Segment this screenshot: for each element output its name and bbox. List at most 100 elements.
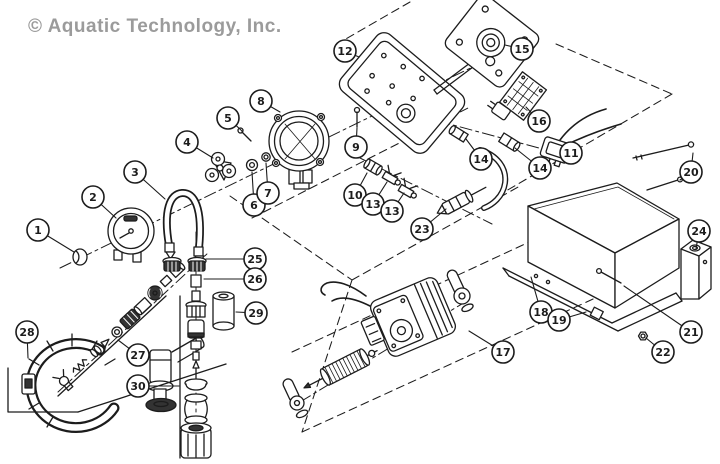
part-gauge-face [107, 207, 155, 263]
balloon-number: 13 [384, 205, 399, 218]
balloon-number: 14 [473, 153, 489, 166]
part-injection-valve-a [381, 164, 402, 186]
balloon-circle [469, 147, 493, 171]
part-enclosure-cover [527, 182, 680, 321]
balloon-number: 19 [551, 314, 566, 327]
balloon-number: 15 [514, 43, 529, 56]
balloon-circle [81, 185, 105, 209]
callout-7: 7 [256, 162, 280, 205]
balloon-number: 2 [89, 191, 97, 204]
balloon-number: 29 [248, 307, 263, 320]
balloon-number: 6 [250, 199, 258, 212]
balloon-circle [26, 218, 50, 242]
balloon-circle [249, 89, 273, 113]
part-screw-21 [595, 267, 622, 284]
balloon-number: 5 [224, 112, 232, 125]
part-roller-bracket-right [446, 269, 474, 313]
part-retaining-ring [261, 152, 271, 162]
balloon-number: 25 [247, 253, 262, 266]
callout-12: 12 [333, 39, 360, 63]
part-washer [245, 158, 259, 172]
balloon-circle [216, 106, 240, 130]
balloon-number: 10 [347, 189, 363, 202]
balloon-number: 7 [264, 187, 272, 200]
callout-17: 17 [468, 330, 515, 364]
balloon-circle [333, 39, 357, 63]
callout-2: 2 [81, 185, 117, 219]
callout-20: 20 [679, 152, 703, 184]
balloon-circle [527, 109, 551, 133]
balloon-number: 14 [532, 162, 548, 175]
part-injection-valve-b [397, 177, 418, 199]
balloon-number: 23 [414, 223, 429, 236]
balloon-circle [15, 320, 39, 344]
balloon-number: 24 [691, 225, 707, 238]
balloon-number: 17 [495, 346, 510, 359]
callout-27: 27 [117, 339, 150, 367]
balloon-circle [687, 219, 711, 243]
part-injection-fitting-chain [52, 261, 186, 392]
callout-4: 4 [175, 130, 214, 159]
balloon-circle [344, 135, 368, 159]
part-nut-22 [637, 331, 649, 341]
balloon-circle [679, 320, 703, 344]
balloon-number: 16 [531, 115, 547, 128]
balloon-number: 28 [19, 326, 34, 339]
balloon-circle [410, 217, 434, 241]
part-connector [487, 100, 511, 121]
copyright-watermark: © Aquatic Technology, Inc. [28, 16, 282, 37]
part-drive-motor [433, 0, 540, 95]
part-check-valve [436, 186, 487, 215]
callout-11: 11 [559, 141, 583, 165]
balloon-circle [679, 160, 703, 184]
balloon-circle [123, 160, 147, 184]
balloon-circle [380, 199, 404, 223]
part-circuit-board [498, 71, 548, 121]
balloon-circle [256, 181, 280, 205]
part-tube-fitting-a [448, 125, 469, 143]
balloon-circle [510, 37, 534, 61]
callout-14: 14 [465, 138, 493, 171]
balloon-circle [651, 340, 675, 364]
callout-brackets [7, 295, 227, 459]
balloon-circle [528, 156, 552, 180]
part-gear-motor [320, 277, 457, 357]
balloon-number: 1 [34, 224, 42, 237]
balloon-number: 20 [683, 166, 699, 179]
balloon-number: 18 [533, 306, 548, 319]
group-borders [229, 1, 673, 433]
callout-28: 28 [15, 320, 39, 359]
balloon-number: 9 [352, 141, 360, 154]
part-pump-head [268, 110, 330, 190]
part-compression-fitting [363, 158, 383, 176]
balloon-number: 11 [563, 147, 578, 160]
balloon-circle [547, 308, 571, 332]
balloon-number: 13 [365, 198, 380, 211]
balloon-circle [175, 130, 199, 154]
balloon-number: 30 [130, 380, 146, 393]
callout-23: 23 [410, 208, 447, 241]
balloon-number: 27 [130, 349, 145, 362]
balloon-number: 4 [183, 136, 191, 149]
callout-18: 18 [529, 276, 553, 324]
callout-13: 13 [361, 181, 388, 216]
balloon-circle [559, 141, 583, 165]
balloon-number: 26 [247, 273, 263, 286]
part-screw-5 [237, 127, 252, 142]
callout-3: 3 [123, 160, 166, 200]
balloon-number: 22 [655, 346, 670, 359]
callout-21: 21 [623, 285, 703, 344]
callout-30: 30 [126, 374, 180, 398]
callout-26: 26 [203, 267, 267, 291]
callout-9: 9 [344, 127, 368, 159]
part-armature [303, 348, 378, 389]
callout-5: 5 [216, 106, 243, 132]
part-ferrule-nuts [162, 256, 207, 272]
balloon-circle [126, 343, 150, 367]
callout-14: 14 [514, 147, 552, 180]
part-roller-bracket-left [282, 378, 309, 419]
callout-22: 22 [645, 337, 675, 364]
balloon-circle [126, 374, 150, 398]
balloon-number: 12 [337, 45, 352, 58]
callout-24: 24 [687, 219, 711, 250]
